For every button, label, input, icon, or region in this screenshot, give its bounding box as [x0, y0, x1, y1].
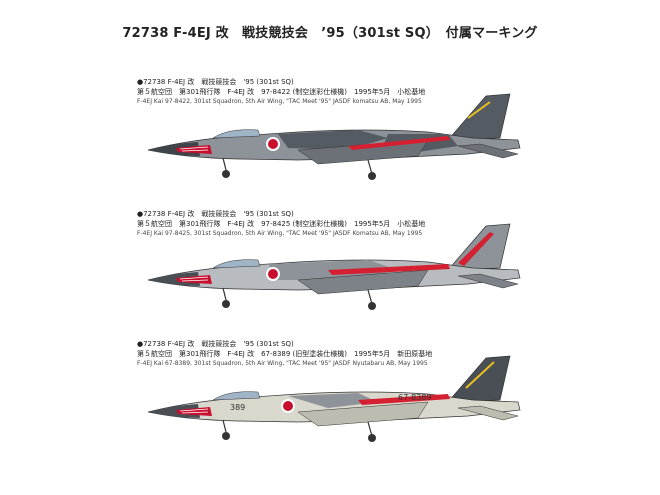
caption-line3: F-4EJ Kai 97-8422, 301st Squadron, 5th A… [137, 98, 422, 105]
caption-line3: F-4EJ Kai 67-8389, 301st Squadron, 5th A… [137, 360, 428, 367]
caption-line1: ●72738 F-4EJ 改 戦技競技会 '95 (301st SQ) [137, 340, 294, 348]
nose-number: 389 [230, 403, 245, 412]
entry-caption-3: ●72738 F-4EJ 改 戦技競技会 '95 (301st SQ) 第５航空… [137, 340, 432, 369]
caption-line2: 第５航空団 第301飛行隊 F-4EJ 改 97-8425 (制空迷彩仕様機) … [137, 219, 426, 228]
aircraft-illustration-3: 389 67-8389 [147, 355, 521, 442]
entry-caption-1: ●72738 F-4EJ 改 戦技競技会 '95 (301st SQ) 第５航空… [137, 78, 425, 107]
caption-line2: 第５航空団 第301飛行隊 F-4EJ 改 97-8422 (制空迷彩仕様機) … [137, 87, 426, 96]
entry-caption-2: ●72738 F-4EJ 改 戦技競技会 '95 (301st SQ) 第５航空… [137, 210, 425, 239]
page-title: 72738 F-4EJ 改 戦技競技会 ’95（301st SQ） 付属マーキン… [122, 26, 538, 41]
caption-line1: ●72738 F-4EJ 改 戦技競技会 '95 (301st SQ) [137, 210, 294, 218]
aircraft-illustration-1 [147, 93, 521, 180]
aircraft-illustration-2 [147, 223, 521, 310]
tail-code: 67-8389 [398, 393, 431, 402]
caption-line2: 第５航空団 第301飛行隊 F-4EJ 改 67-8389 (旧型塗装仕様機) … [137, 349, 433, 358]
caption-line3: F-4EJ Kai 97-8425, 301st Squadron, 5th A… [137, 230, 423, 237]
caption-line1: ●72738 F-4EJ 改 戦技競技会 '95 (301st SQ) [137, 78, 294, 86]
